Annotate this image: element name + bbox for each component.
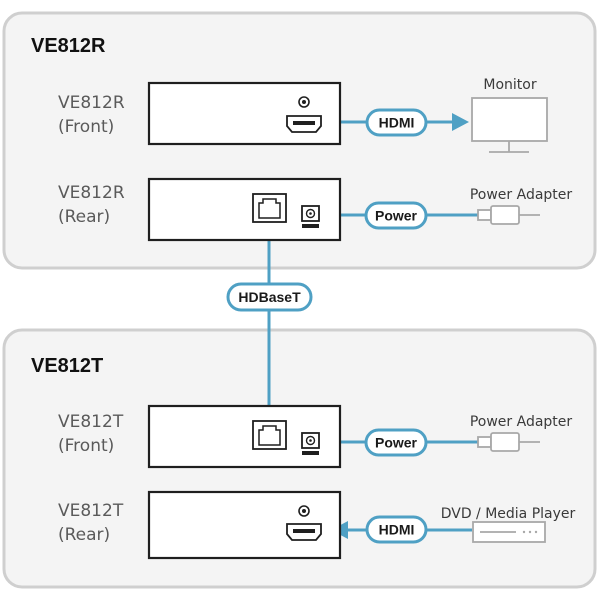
transmitter-rear-model: VE812T xyxy=(58,501,124,521)
ir-sensor-icon xyxy=(298,96,310,108)
transmitter-power-pill: Power xyxy=(364,428,428,457)
transmitter-front-side: (Front) xyxy=(58,436,114,456)
ir-sensor-icon xyxy=(298,505,310,517)
transmitter-front-label: VE812T (Front) xyxy=(58,412,124,456)
media-player-label: DVD / Media Player xyxy=(441,506,576,522)
receiver-panel-title: VE812R xyxy=(31,35,106,57)
dc-jack-icon xyxy=(301,432,320,455)
hdmi-port-inner xyxy=(293,529,315,533)
hdmi-input-label: HDMI xyxy=(379,522,415,538)
receiver-front-unit xyxy=(147,81,342,146)
rj45-port-icon xyxy=(252,420,287,450)
receiver-power-label: Power xyxy=(375,208,418,224)
receiver-rear-side: (Rear) xyxy=(58,207,110,227)
rj45-port-icon xyxy=(252,193,287,223)
receiver-power-adapter-label: Power Adapter xyxy=(470,187,573,203)
receiver-rear-label: VE812R (Rear) xyxy=(58,183,125,227)
power-adapter-icon xyxy=(477,432,540,452)
hdmi-output-pill: HDMI xyxy=(365,108,428,137)
hdmi-input-pill: HDMI xyxy=(365,515,428,544)
transmitter-front-model: VE812T xyxy=(58,412,124,432)
transmitter-rear-side: (Rear) xyxy=(58,525,110,545)
hdbaset-label: HDBaseT xyxy=(238,289,301,305)
hdmi-output-label: HDMI xyxy=(379,115,415,131)
receiver-front-label: VE812R (Front) xyxy=(58,93,125,137)
hdmi-port-inner xyxy=(293,121,315,125)
transmitter-rear-label: VE812T (Rear) xyxy=(58,501,124,545)
monitor-icon xyxy=(471,97,548,153)
hdmi-output-arrow xyxy=(452,113,469,131)
receiver-front-model: VE812R xyxy=(58,93,125,113)
transmitter-power-adapter-label: Power Adapter xyxy=(470,414,573,430)
hdbaset-pill: HDBaseT xyxy=(226,282,313,312)
dc-jack-icon xyxy=(301,205,320,228)
receiver-front-side: (Front) xyxy=(58,117,114,137)
transmitter-power-label: Power xyxy=(375,435,418,451)
media-player-icon xyxy=(472,521,546,543)
transmitter-panel-title: VE812T xyxy=(31,355,103,377)
monitor-label: Monitor xyxy=(483,77,536,93)
receiver-power-pill: Power xyxy=(364,201,428,230)
receiver-rear-model: VE812R xyxy=(58,183,125,203)
power-adapter-icon xyxy=(477,205,540,225)
